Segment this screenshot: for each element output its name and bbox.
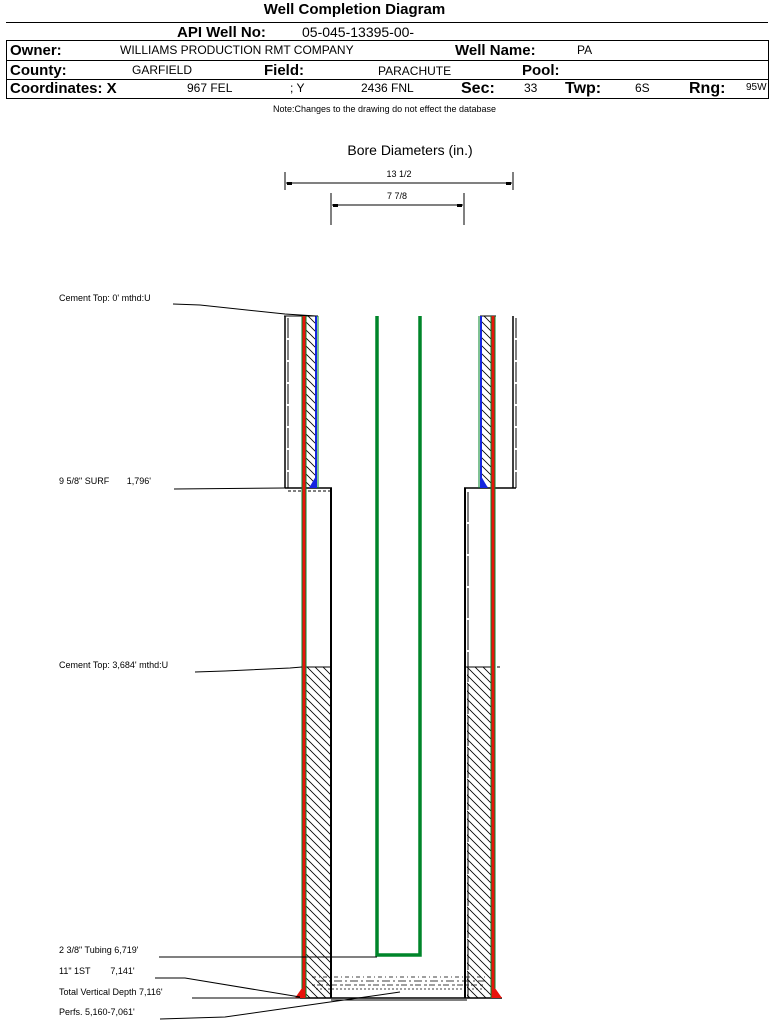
annotation-label: 9 5/8" SURF 1,796' — [59, 476, 151, 486]
surface-cement-right — [481, 316, 491, 488]
annotation-label: 2 3/8" Tubing 6,719' — [59, 945, 139, 955]
annotation-production-casing: 11" 1ST 7,141' — [59, 966, 301, 998]
field-label: Field: — [264, 62, 304, 79]
well-name-value: PA — [577, 43, 593, 57]
annotation-surface-casing: 9 5/8" SURF 1,796' — [59, 476, 286, 490]
tubing — [375, 316, 422, 957]
production-cement-left — [306, 667, 331, 998]
annotation-tubing: 2 3/8" Tubing 6,719' — [59, 945, 377, 958]
rng-value: 95W — [746, 82, 767, 93]
county-value: GARFIELD — [132, 63, 193, 77]
twp-value: 6S — [635, 81, 650, 95]
surface-cement-left — [306, 316, 316, 488]
bore-dimension-13-1-2: 13 1/2 — [284, 169, 514, 190]
county-row: County: GARFIELD Field: PARACHUTE Pool: — [6, 60, 769, 80]
twp-label: Twp: — [565, 80, 602, 97]
annotation-label: Perfs. 5,160-7,061' — [59, 1007, 135, 1017]
coord-y-label: ; Y — [290, 81, 305, 95]
coordinates-label: Coordinates: X — [10, 80, 117, 97]
annotation-cement-top-production: Cement Top: 3,684' mthd:U — [59, 660, 303, 673]
annotation-perforations: Perfs. 5,160-7,061' — [59, 991, 401, 1020]
annotation-label: Cement Top: 0' mthd:U — [59, 293, 151, 303]
well-name-label: Well Name: — [455, 42, 536, 59]
api-row: API Well No: 05-045-13395-00- — [6, 22, 768, 41]
bore-diameter-label: 7 7/8 — [387, 191, 407, 201]
cement-shoe-left — [309, 476, 316, 488]
production-cement-right — [467, 667, 492, 998]
owner-value: WILLIAMS PRODUCTION RMT COMPANY — [120, 43, 354, 57]
field-value: PARACHUTE — [378, 64, 452, 78]
bore-diameters-title: Bore Diameters (in.) — [347, 142, 472, 158]
cement-shoe-right — [481, 476, 488, 488]
coord-x-value: 967 FEL — [187, 81, 233, 95]
database-note: Note:Changes to the drawing do not effec… — [273, 104, 496, 114]
production-casing — [295, 316, 502, 998]
surface-hole — [284, 316, 517, 492]
annotation-label: 11" 1ST 7,141' — [59, 966, 135, 976]
bore-dimension-7-7-8: 7 7/8 — [330, 191, 465, 225]
perforations — [312, 976, 485, 990]
owner-row: Owner: WILLIAMS PRODUCTION RMT COMPANY W… — [6, 40, 769, 60]
api-label: API Well No: — [177, 24, 266, 41]
sec-value: 33 — [524, 81, 538, 95]
rng-label: Rng: — [689, 80, 726, 97]
owner-label: Owner: — [10, 42, 62, 59]
page-title: Well Completion Diagram — [263, 1, 446, 18]
annotation-label: Total Vertical Depth 7,116' — [59, 987, 163, 997]
annotation-label: Cement Top: 3,684' mthd:U — [59, 660, 168, 670]
sec-label: Sec: — [461, 80, 495, 97]
bore-diameter-label: 13 1/2 — [386, 169, 411, 179]
annotation-cement-top-surface: Cement Top: 0' mthd:U — [59, 293, 317, 317]
coord-y-value: 2436 FNL — [361, 81, 414, 95]
county-label: County: — [10, 62, 67, 79]
pool-label: Pool: — [522, 62, 560, 79]
api-value: 05-045-13395-00- — [302, 24, 415, 40]
annotation-total-depth: Total Vertical Depth 7,116' — [59, 987, 300, 999]
